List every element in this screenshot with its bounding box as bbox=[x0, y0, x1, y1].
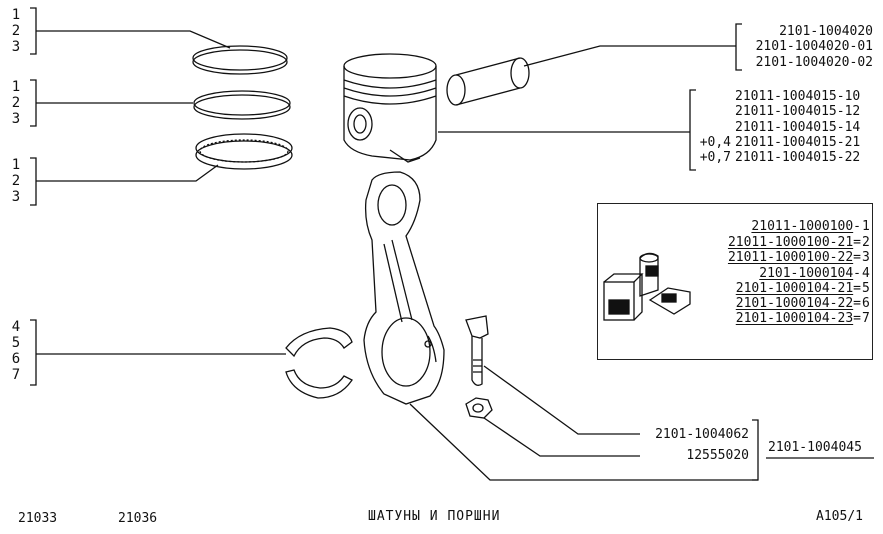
inset-row-1: 21011-1000100- bbox=[751, 219, 861, 234]
inset-row-1-part: 21011-1000100 bbox=[751, 219, 854, 234]
inset-row-5-part: 2101-1000104-21 bbox=[735, 281, 854, 296]
ring-set-2-n2: 2 bbox=[11, 95, 21, 111]
inset-row-6-sep: = bbox=[853, 296, 861, 311]
piston-pin bbox=[446, 57, 530, 106]
compression-ring-top bbox=[192, 45, 288, 75]
piston-pin-leader bbox=[523, 45, 736, 67]
inset-row-2: 21011-1000100-21= bbox=[728, 235, 861, 250]
nut-leader bbox=[483, 417, 640, 457]
connecting-rod bbox=[363, 171, 445, 405]
footer-model-1: 21033 bbox=[18, 511, 58, 526]
inset-row-6-part: 2101-1000104-22 bbox=[735, 296, 854, 311]
inset-row-5-num: 5 bbox=[862, 281, 870, 296]
rod-assembly-part-number: 2101-1004045 bbox=[768, 440, 862, 455]
inset-row-2-num: 2 bbox=[862, 235, 870, 250]
inset-row-4-num: 4 bbox=[862, 266, 870, 281]
piston-part-3: 21011-1004015-14 bbox=[735, 120, 861, 135]
ring-set-2-n1: 1 bbox=[11, 79, 21, 95]
inset-row-4: 2101-1000104- bbox=[759, 266, 861, 281]
bearing-n4: 4 bbox=[11, 319, 21, 335]
ring-set-3-n2: 2 bbox=[11, 173, 21, 189]
inset-row-3-part: 21011-1000100-22 bbox=[727, 250, 854, 265]
page-title: ШАТУНЫ И ПОРШНИ bbox=[368, 509, 501, 524]
footer-model-2: 21036 bbox=[118, 511, 158, 526]
inset-row-5-sep: = bbox=[853, 281, 861, 296]
piston-part-2: 21011-1004015-12 bbox=[735, 104, 861, 119]
rod-bolt bbox=[465, 315, 489, 386]
ring-set-3-n3: 3 bbox=[11, 189, 21, 205]
piston bbox=[343, 53, 437, 163]
compression-ring-second bbox=[193, 90, 291, 120]
piston-part-5: 21011-1004015-22 bbox=[735, 150, 861, 165]
ring-set-2-n3: 3 bbox=[11, 111, 21, 127]
piston-part-4-prefix: +0,4 bbox=[699, 135, 731, 150]
nut-part-number: 12555020 bbox=[686, 448, 749, 463]
page-code: А105/1 bbox=[816, 509, 863, 524]
piston-pin-part-2: 2101-1004020-01 bbox=[755, 39, 873, 54]
inset-packages bbox=[603, 252, 691, 321]
inset-row-6: 2101-1000104-22= bbox=[736, 296, 861, 311]
ring-set-1-n2: 2 bbox=[11, 23, 21, 39]
bearing-n6: 6 bbox=[11, 351, 21, 367]
bolt-part-number: 2101-1004062 bbox=[655, 427, 749, 442]
piston-part-5-prefix: +0,7 bbox=[699, 150, 731, 165]
ring-bracket-2 bbox=[30, 79, 193, 127]
piston-bracket bbox=[689, 89, 696, 171]
bearing-n7: 7 bbox=[11, 367, 21, 383]
piston-pin-part-3: 2101-1004020-02 bbox=[755, 55, 873, 70]
inset-row-6-num: 6 bbox=[862, 296, 870, 311]
piston-pin-bracket bbox=[735, 23, 742, 71]
bearing-n5: 5 bbox=[11, 335, 21, 351]
rod-nut bbox=[465, 397, 493, 419]
inset-row-1-sep: - bbox=[853, 219, 861, 234]
repair-kits-inset bbox=[597, 203, 873, 360]
ring-set-3-n1: 1 bbox=[11, 157, 21, 173]
bearing-bracket bbox=[30, 319, 37, 386]
rod-leader bbox=[409, 403, 758, 481]
bearing-shells bbox=[285, 327, 353, 399]
piston-pin-part-1: 2101-1004020 bbox=[779, 24, 873, 39]
inset-row-4-sep: - bbox=[853, 266, 861, 281]
ring-bracket-3 bbox=[30, 157, 219, 206]
rod-assembly-bracket bbox=[752, 419, 759, 481]
ring-bracket-1 bbox=[30, 7, 231, 55]
inset-row-7-part: 2101-1000104-23 bbox=[735, 311, 854, 326]
piston-part-4: 21011-1004015-21 bbox=[735, 135, 861, 150]
bolt-leader bbox=[483, 365, 640, 435]
ring-set-1-n1: 1 bbox=[11, 7, 21, 23]
inset-row-7: 2101-1000104-23= bbox=[736, 311, 861, 326]
inset-row-5: 2101-1000104-21= bbox=[736, 281, 861, 296]
inset-row-2-sep: = bbox=[853, 235, 861, 250]
oil-scraper-ring bbox=[195, 133, 293, 170]
inset-row-3: 21011-1000100-22= bbox=[728, 250, 861, 265]
piston-part-1: 21011-1004015-10 bbox=[735, 89, 861, 104]
inset-row-2-part: 21011-1000100-21 bbox=[727, 235, 854, 250]
inset-row-3-num: 3 bbox=[862, 250, 870, 265]
inset-row-7-sep: = bbox=[853, 311, 861, 326]
ring-set-1-n3: 3 bbox=[11, 39, 21, 55]
inset-row-3-sep: = bbox=[853, 250, 861, 265]
inset-row-7-num: 7 bbox=[862, 311, 870, 326]
inset-row-4-part: 2101-1000104 bbox=[759, 266, 854, 281]
inset-row-1-num: 1 bbox=[862, 219, 870, 234]
